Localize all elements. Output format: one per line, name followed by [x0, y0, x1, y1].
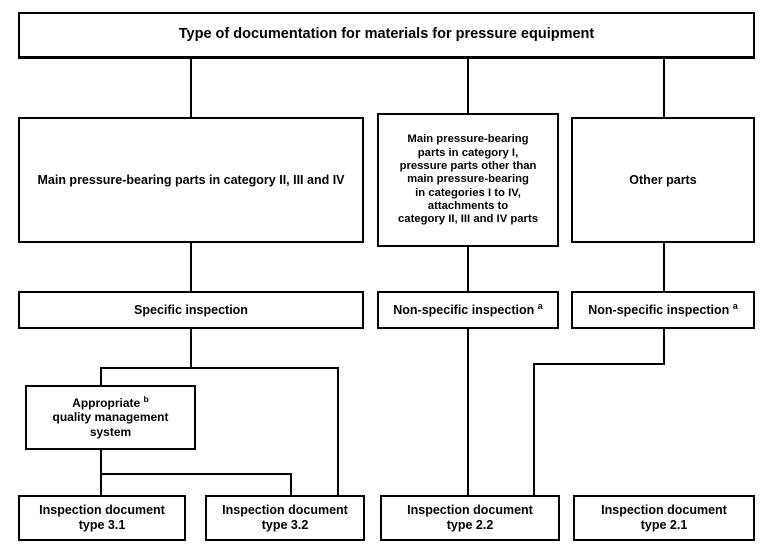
node-non-specific-inspection-middle-text: Non-specific inspection — [393, 302, 535, 317]
connector-specific-inspection-down — [190, 327, 192, 369]
footnote-marker-a-right: a — [732, 300, 738, 311]
node-non-specific-inspection-middle-label: Non-specific inspection a — [379, 300, 557, 318]
node-inspection-document-2-2: Inspection document type 2.2 — [380, 495, 560, 541]
connector-bus-to-doc-3-2-bypass — [337, 367, 339, 495]
node-main-parts-category-1-label: Main pressure-bearing parts in category … — [398, 133, 538, 226]
connector-nonspecific-right-to-doc-2-1 — [533, 363, 535, 497]
node-inspection-document-2-1-label: Inspection document type 2.1 — [601, 503, 727, 532]
footnote-marker-b: b — [143, 394, 149, 405]
connector-to-doc-3-2 — [290, 473, 292, 497]
node-inspection-document-3-2-label: Inspection document type 3.2 — [222, 503, 348, 532]
connector-title-to-other-parts — [663, 57, 665, 119]
connector-nonspecific-right-bus — [533, 363, 665, 365]
node-title-label: Type of documentation for materials for … — [178, 26, 595, 43]
node-non-specific-inspection-middle: Non-specific inspection a — [377, 291, 559, 329]
node-title: Type of documentation for materials for … — [18, 12, 755, 58]
connector-nonspecific-right-down — [663, 327, 665, 365]
node-other-parts: Other parts — [571, 117, 755, 243]
node-inspection-document-3-1-label: Inspection document type 3.1 — [39, 503, 165, 532]
connector-main-cat234-to-specific-inspection — [190, 241, 192, 293]
node-quality-line-2: quality management — [52, 410, 169, 425]
footnote-marker-a-middle: a — [537, 300, 543, 311]
node-non-specific-inspection-right-text: Non-specific inspection — [588, 302, 730, 317]
connector-quality-system-bus — [100, 473, 292, 475]
node-main-parts-category-2-3-4: Main pressure-bearing parts in category … — [18, 117, 364, 243]
node-specific-inspection: Specific inspection — [18, 291, 364, 329]
connector-bus-to-quality-system — [100, 367, 102, 387]
node-specific-inspection-label: Specific inspection — [134, 302, 248, 317]
connector-main-cat1-to-nonspecific-middle — [467, 245, 469, 293]
node-inspection-document-3-2: Inspection document type 3.2 — [205, 495, 365, 541]
connector-title-to-main-cat234 — [190, 57, 192, 119]
connector-to-doc-3-1 — [100, 473, 102, 497]
node-inspection-document-3-1: Inspection document type 3.1 — [18, 495, 186, 541]
connector-nonspecific-middle-to-doc-2-2 — [467, 327, 469, 497]
node-non-specific-inspection-right: Non-specific inspection a — [571, 291, 755, 329]
node-other-parts-label: Other parts — [629, 172, 697, 187]
node-main-parts-category-1: Main pressure-bearing parts in category … — [377, 113, 559, 247]
node-quality-line-3: system — [89, 424, 132, 439]
connector-title-horizontal-bus — [18, 57, 755, 59]
connector-quality-system-down — [100, 448, 102, 475]
node-non-specific-inspection-right-label: Non-specific inspection a — [573, 300, 753, 318]
node-main-parts-category-2-3-4-label: Main pressure-bearing parts in category … — [37, 172, 345, 187]
node-inspection-document-2-2-label: Inspection document type 2.2 — [407, 503, 533, 532]
connector-specific-inspection-bus — [100, 367, 339, 369]
node-inspection-document-2-1: Inspection document type 2.1 — [573, 495, 755, 541]
connector-title-to-main-cat1 — [467, 57, 469, 115]
connector-other-parts-to-nonspecific-right — [663, 241, 665, 293]
node-quality-line-1: Appropriate — [72, 396, 141, 411]
